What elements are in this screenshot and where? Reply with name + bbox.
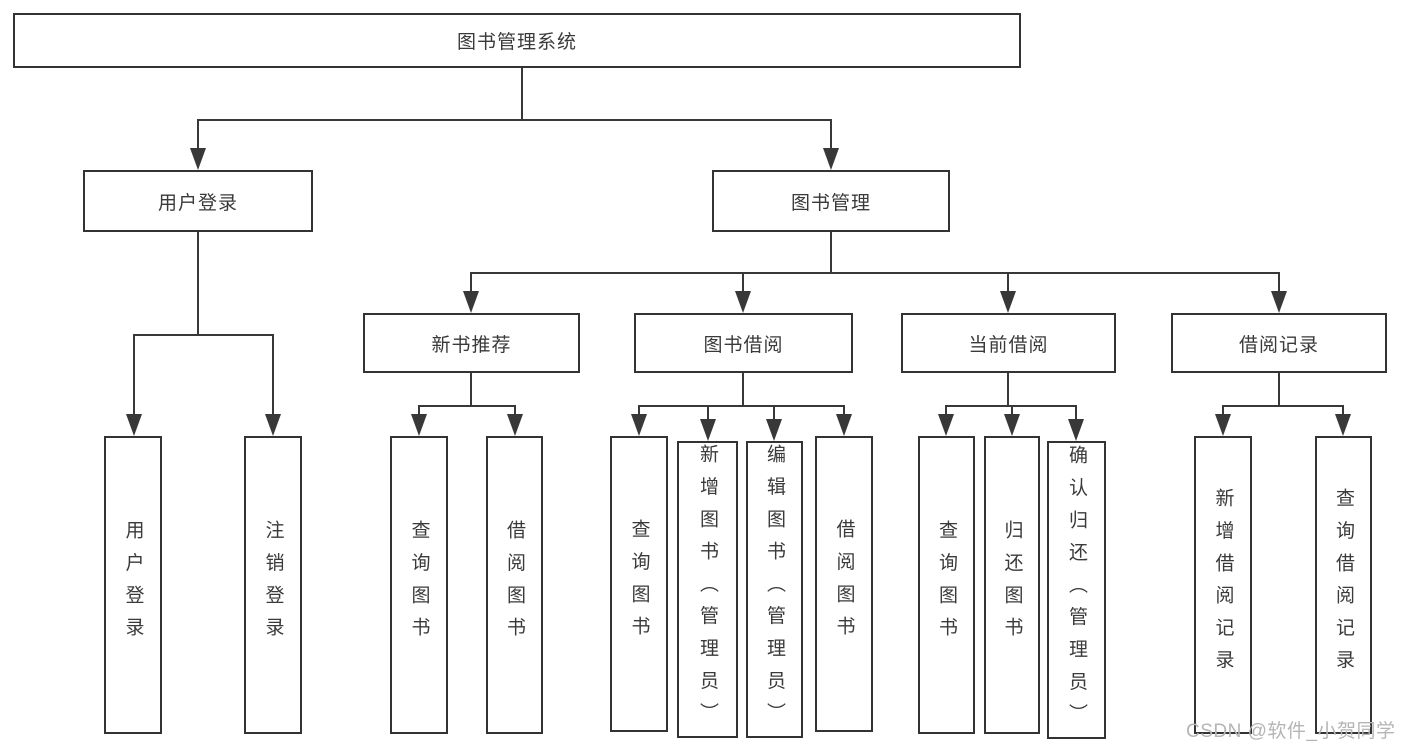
csdn-watermark: CSDN @软件_小贺同学 [1186,721,1396,742]
node-user-login: 用户登录 [83,170,313,232]
node-borrowing-records: 借阅记录 [1171,313,1387,373]
node-book-management: 图书管理 [712,170,950,232]
leaf-bb-query-books: 查询图书 [610,436,668,732]
root-node-system-title: 图书管理系统 [13,13,1021,68]
leaf-br-add-record: 新增借阅记录 [1194,436,1252,734]
node-new-book-recommendation: 新书推荐 [363,313,580,373]
leaf-logout: 注销登录 [244,436,302,734]
leaf-br-query-record: 查询借阅记录 [1315,436,1372,734]
leaf-bb-edit-books-admin: 编辑图书（管理员） [746,441,803,738]
node-current-borrowing: 当前借阅 [901,313,1116,373]
leaf-rec-query-books: 查询图书 [390,436,448,734]
node-book-borrowing: 图书借阅 [634,313,853,373]
leaf-bb-add-books-admin: 新增图书（管理员） [677,441,738,738]
leaf-cb-confirm-return-admin: 确认归还（管理员） [1047,441,1106,739]
leaf-bb-borrow-books: 借阅图书 [815,436,873,732]
leaf-cb-query-books: 查询图书 [918,436,975,734]
leaf-user-login: 用户登录 [104,436,162,734]
leaf-rec-borrow-books: 借阅图书 [486,436,543,734]
leaf-cb-return-books: 归还图书 [984,436,1040,734]
